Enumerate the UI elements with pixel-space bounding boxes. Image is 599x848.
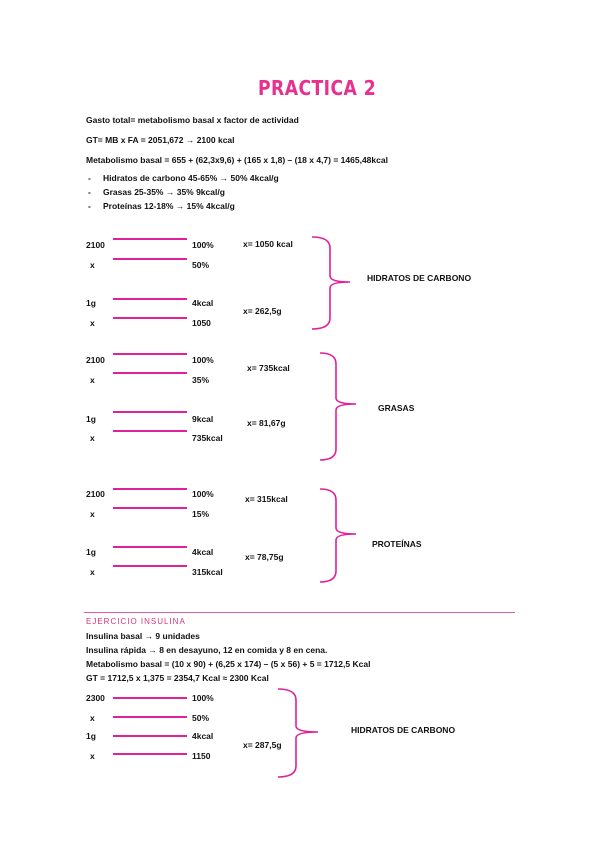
curly-brace-icon [311,236,351,330]
block-r3-right: 9kcal [192,414,214,424]
block-label: HIDRATOS DE CARBONO [367,273,472,283]
block-r3-left: 1g [86,298,96,308]
block-r4-right: 1150 [192,751,211,761]
rule-line [113,258,187,260]
block-r4-right: 1050 [192,318,211,328]
rule-line [113,353,187,355]
rule-line [113,716,187,718]
insulina-heading: EJERCICIO INSULINA [86,617,186,626]
block-result-2: x= 81,67g [247,418,286,428]
block-r2-right: 15% [192,509,210,519]
block-r2-right: 50% [192,713,210,723]
block-r2-left: x [90,375,95,385]
block-r3-left: 1g [86,731,96,741]
block-r2-right: 35% [192,375,210,385]
block-r3-right: 4kcal [192,547,214,557]
insulina-gt: GT = 1712,5 x 1,375 = 2354,7 Kcal ≈ 2300… [86,673,269,683]
block-r1-left: 2300 [86,693,105,703]
bullet-marker: - [88,201,91,211]
gasto-total-text: Gasto total= metabolismo basal x factor … [86,115,299,125]
block-r3-right: 4kcal [192,731,214,741]
block-r2-left: x [90,509,95,519]
block-r1-left: 2100 [86,240,105,250]
rule-line [113,565,187,567]
block-r3-left: 1g [86,547,96,557]
rule-line [113,488,187,490]
block-r2-left: x [90,260,95,270]
page-title: PRACTICA 2 [258,76,377,100]
rule-line [113,411,187,413]
block-label: PROTEÍNAS [372,539,422,549]
rule-line [113,546,187,548]
block-r4-right: 315kcal [192,567,223,577]
section-divider [84,612,515,613]
block-r2-left: x [90,713,95,723]
rule-line [113,298,187,300]
block-result-1: x= 315kcal [245,494,288,504]
block-r1-left: 2100 [86,355,105,365]
block-label: GRASAS [378,403,415,413]
metabolismo-text: Metabolismo basal = 655 + (62,3x9,6) + (… [86,155,388,165]
bullet-hidratos: Hidratos de carbono 45-65% → 50% 4kcal/g [103,173,279,183]
rule-line [113,238,187,240]
block-result-1: x= 1050 kcal [243,239,293,249]
block-result-2: x= 78,75g [245,552,284,562]
block-r1-right: 100% [192,693,214,703]
block-r1-right: 100% [192,355,214,365]
block-r4-left: x [90,567,95,577]
bullet-proteinas: Proteínas 12-18% → 15% 4kcal/g [103,201,235,211]
rule-line [113,372,187,374]
block-r1-right: 100% [192,489,214,499]
block-r4-right: 735kcal [192,433,223,443]
block-result-1: x= 735kcal [247,363,290,373]
insulina-rapida: Insulina rápida → 8 en desayuno, 12 en c… [86,645,328,655]
block-r1-left: 2100 [86,489,105,499]
rule-line [113,430,187,432]
block-r4-left: x [90,318,95,328]
insulina-basal: Insulina basal → 9 unidades [86,631,200,641]
bullet-marker: - [88,187,91,197]
block-label: HIDRATOS DE CARBONO [351,725,456,735]
block-r2-right: 50% [192,260,210,270]
curly-brace-icon [319,352,357,461]
block-result-2: x= 262,5g [243,306,282,316]
gt-text: GT= MB x FA = 2051,672 → 2100 kcal [86,135,235,145]
rule-line [113,735,187,737]
rule-line [113,507,187,509]
curly-brace-icon [277,688,319,778]
block-r4-left: x [90,751,95,761]
rule-line [113,753,187,755]
block-r3-right: 4kcal [192,298,214,308]
bullet-marker: - [88,173,91,183]
block-r4-left: x [90,433,95,443]
block-r3-left: 1g [86,414,96,424]
block-r1-right: 100% [192,240,214,250]
insulina-metabolismo: Metabolismo basal = (10 x 90) + (6,25 x … [86,659,371,669]
curly-brace-icon [319,488,357,583]
rule-line [113,697,187,699]
rule-line [113,317,187,319]
block-result: x= 287,5g [243,740,282,750]
bullet-grasas: Grasas 25-35% → 35% 9kcal/g [103,187,225,197]
